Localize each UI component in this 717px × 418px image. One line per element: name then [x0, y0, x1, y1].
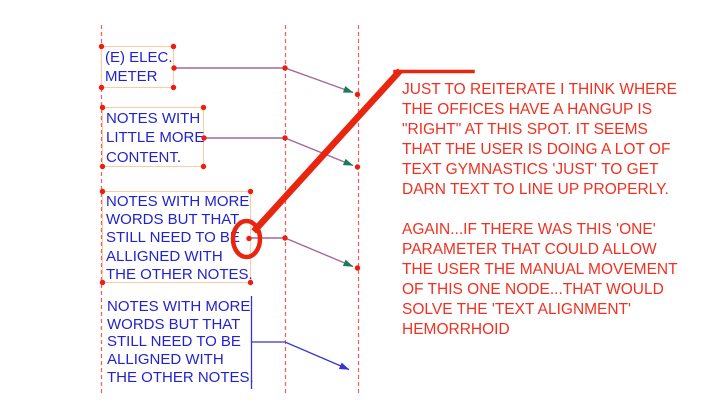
grip-note2-top-left[interactable] — [99, 104, 106, 111]
text-note-elec-meter[interactable]: (E) ELEC. METER — [101, 46, 174, 88]
grip-note3-top-left[interactable] — [99, 188, 106, 195]
markup-circle-highlight — [230, 218, 263, 260]
grip-note3-bottom-left[interactable] — [99, 279, 106, 286]
grip-note3-bottom-right[interactable] — [247, 279, 254, 286]
leader-note-4[interactable] — [251, 341, 350, 371]
grip-leader3-arrow-tip[interactable] — [354, 265, 361, 271]
grip-note1-top-right[interactable] — [170, 43, 177, 50]
grip-note2-leader-attach[interactable] — [201, 135, 207, 141]
grip-note2-bottom-left[interactable] — [99, 163, 106, 170]
grip-note1-leader-attach[interactable] — [171, 65, 177, 71]
grip-leader2-arrow-tip[interactable] — [354, 164, 361, 170]
grip-leader1-arrow-tip[interactable] — [354, 91, 361, 98]
grip-note3-top-right[interactable] — [247, 188, 254, 195]
leader-note-3[interactable] — [251, 237, 354, 268]
grip-leader1-elbow[interactable] — [282, 65, 288, 71]
grip-note2-top-right[interactable] — [200, 104, 207, 111]
text-note-more-words-unselected[interactable]: NOTES WITH MORE WORDS BUT THAT STILL NEE… — [107, 298, 254, 386]
grip-leader2-elbow[interactable] — [282, 135, 288, 141]
grip-note3-leader-attach[interactable] — [246, 235, 252, 242]
markup-comment-text: JUST TO REITERATE I THINK WHERE THE OFFI… — [402, 81, 678, 338]
text-note-little-more-content[interactable]: NOTES WITH LITTLE MORE CONTENT. — [102, 107, 204, 167]
markup-arrow-diagonal — [251, 68, 403, 234]
grip-note1-bottom-left[interactable] — [98, 84, 105, 91]
leader-note-1[interactable] — [174, 67, 354, 94]
grip-note2-bottom-right[interactable] — [200, 163, 207, 170]
text-note-more-words-selected[interactable]: NOTES WITH MORE WORDS BUT THAT STILL NEE… — [102, 191, 253, 283]
grip-leader3-elbow[interactable] — [282, 235, 288, 241]
grip-note1-top-left[interactable] — [98, 43, 105, 50]
grip-note1-bottom-right[interactable] — [170, 84, 177, 91]
